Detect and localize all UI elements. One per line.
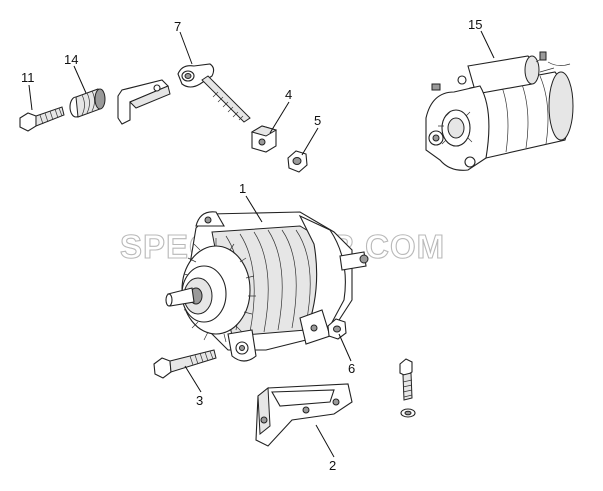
nut-6-icon [327,318,347,340]
leader-lines [28,30,495,458]
alternator-1-icon [165,211,369,362]
mounting-bracket-2-icon [255,383,353,447]
callout-14: 14 [64,52,78,67]
clip-strap-icon [117,79,171,125]
callout-11: 11 [21,70,35,85]
nut-5-icon [287,150,308,173]
callout-3: 3 [196,393,203,408]
callout-15: 15 [468,17,482,32]
callout-7: 7 [174,19,181,34]
adjusting-link-7-icon [177,63,251,123]
callout-2: 2 [329,458,336,473]
long-bolt-3-icon [153,349,217,379]
spacer-sleeve-14-icon [69,88,106,118]
bolt-11-icon [19,106,65,132]
callout-5: 5 [314,113,321,128]
starter-motor-15-icon [425,51,574,171]
callout-6: 6 [348,361,355,376]
washer-icon [400,408,416,418]
callout-1: 1 [239,181,246,196]
small-bolt-icon [399,358,413,401]
callout-4: 4 [285,87,292,102]
